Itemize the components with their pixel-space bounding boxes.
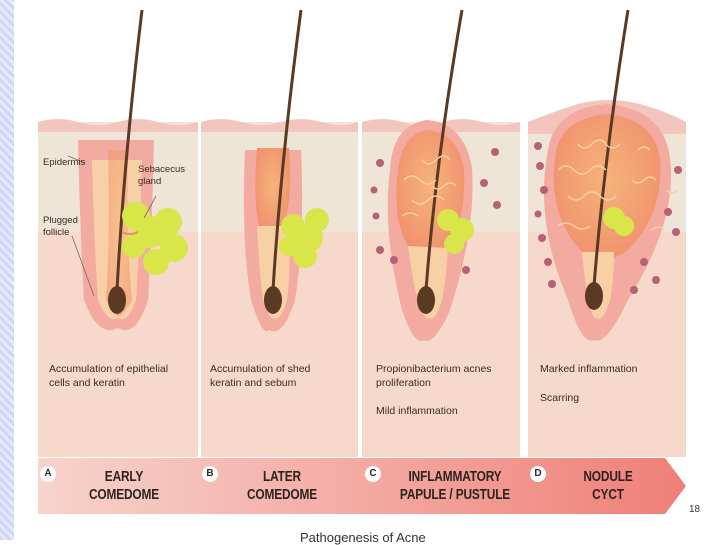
- stage-letter-b: B: [202, 466, 218, 482]
- panel-c-description: Propionibacterium acnes proliferation: [376, 363, 492, 389]
- stage-name-b: LATER COMEDOME: [246, 469, 318, 503]
- stage-name-c: INFLAMMATORY PAPULE / PUSTULE: [399, 469, 511, 503]
- stage-name-a: EARLY COMEDOME: [88, 469, 160, 503]
- panel-d: [528, 9, 686, 457]
- label-epidermis: Epidermis: [43, 157, 86, 168]
- panel-b: [201, 9, 358, 457]
- stage-letter-c: C: [365, 466, 381, 482]
- stage-arrow-bar: [38, 458, 686, 514]
- stage-name-d: NODULE CYCT: [583, 469, 633, 503]
- panel-d-description: Marked inflammation: [540, 363, 638, 375]
- label-sebaceous-gland: Sebacecus gland: [138, 164, 186, 187]
- panel-a: [38, 9, 198, 457]
- stage-letter-d: D: [530, 466, 546, 482]
- figure-caption: Pathogenesis of Acne: [300, 530, 426, 545]
- panel-c-description-2: Mild inflammation: [376, 405, 458, 417]
- label-plugged-follicle: Plugged follicle: [43, 215, 78, 238]
- stage-letter-a: A: [40, 466, 56, 482]
- page-number: 18: [689, 504, 701, 515]
- panel-a-description: Accumulation of epithelial cells and ker…: [49, 363, 169, 389]
- panel-b-description: Accumulation of shed keratin and sebum: [210, 363, 311, 389]
- panel-c: [362, 9, 520, 457]
- panel-d-description-2: Scarring: [540, 392, 580, 404]
- slide-left-border: [0, 0, 14, 540]
